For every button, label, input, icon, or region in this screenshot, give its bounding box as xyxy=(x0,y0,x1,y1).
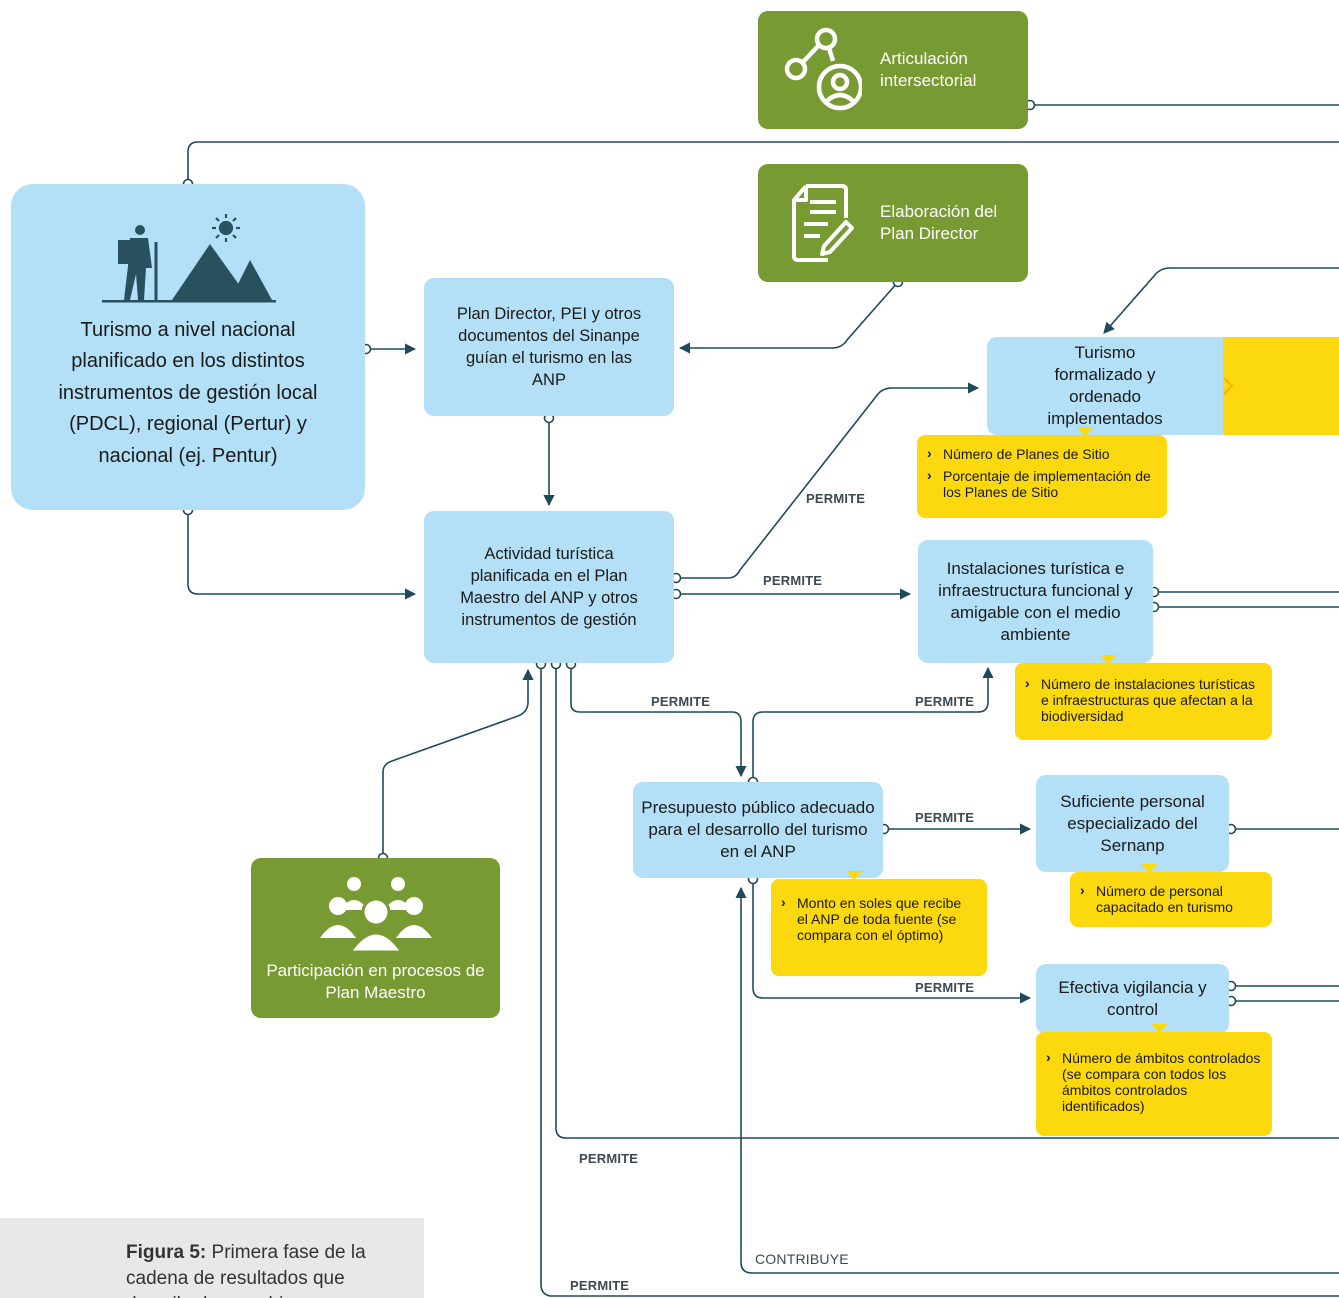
edge-label-permite: PERMITE xyxy=(806,491,866,506)
group-people-icon xyxy=(320,877,432,952)
node-elaboracion-label: Elaboración del Plan Director xyxy=(880,202,998,243)
edge-label-permite: PERMITE xyxy=(651,694,711,709)
edge-participacion-actividad xyxy=(382,668,534,858)
indicator-item: Número de ámbitos controlados (se compar… xyxy=(1046,1049,1262,1114)
node-instalaciones: Instalaciones turística e infraestructur… xyxy=(918,540,1153,663)
node-actividad: Actividad turística planificada en el Pl… xyxy=(424,511,674,663)
edge-actividad-bottom xyxy=(540,666,1339,1297)
edge-label-permite: PERMITE xyxy=(763,573,823,588)
indicators-instalaciones: Número de instalaciones turísticas e inf… xyxy=(1015,663,1272,740)
edge-elaboracion-plan xyxy=(678,281,899,354)
node-personal: Suficiente personal especializado del Se… xyxy=(1036,775,1229,872)
chevron-right-icon xyxy=(1223,377,1234,395)
edge-label-permite: PERMITE xyxy=(915,980,975,995)
hiker-mountain-icon xyxy=(102,214,276,303)
network-person-icon xyxy=(784,27,862,111)
edge-contribuye xyxy=(735,886,1339,1274)
node-participacion-label: Participación en procesos de Plan Maestr… xyxy=(266,961,485,1002)
edge-actividad-long xyxy=(555,666,1339,1139)
node-turismo-nacional: Turismo a nivel nacional planificado en … xyxy=(11,184,365,510)
node-formalizado-label: Turismo formalizado y ordenado implement… xyxy=(1047,343,1163,428)
node-vigilancia-label: Efectiva vigilancia y control xyxy=(1058,978,1207,1019)
indicators-formalizado: Número de Planes de Sitio Porcentaje de … xyxy=(917,435,1167,518)
node-presupuesto: Presupuesto público adecuado para el des… xyxy=(633,782,883,878)
formalizado-yellow-bar xyxy=(1223,337,1339,435)
edge-presupuesto-instalaciones xyxy=(752,666,994,782)
document-pen-icon xyxy=(792,184,854,262)
indicator-item: Número de Planes de Sitio xyxy=(927,445,1157,462)
indicator-item: Porcentaje de implementación de los Plan… xyxy=(927,467,1157,500)
indicator-item: Monto en soles que recibe el ANP de toda… xyxy=(781,894,973,943)
figure-caption: Figura 5: Primera fase de la cadena de r… xyxy=(0,1218,424,1298)
node-turismo-nacional-label: Turismo a nivel nacional planificado en … xyxy=(58,318,318,467)
node-articulacion-label: Articulación intersectorial xyxy=(880,49,977,90)
node-actividad-label: Actividad turística planificada en el Pl… xyxy=(460,545,638,629)
node-instalaciones-label: Instalaciones turística e infraestructur… xyxy=(938,558,1133,644)
node-plan-director: Plan Director, PEI y otros documentos de… xyxy=(424,278,674,416)
edge-nacional-top xyxy=(187,141,1339,184)
indicator-item: Número de instalaciones turísticas e inf… xyxy=(1025,675,1262,724)
edge-presupuesto-vigilancia xyxy=(752,879,1032,1004)
edge-label-permite: PERMITE xyxy=(579,1151,639,1166)
edge-right-formalizado xyxy=(1103,267,1339,334)
node-formalizado: Turismo formalizado y ordenado implement… xyxy=(987,337,1223,435)
node-personal-label: Suficiente personal especializado del Se… xyxy=(1060,791,1205,855)
caption-label: Figura 5: xyxy=(126,1242,212,1263)
edge-label-permite: PERMITE xyxy=(915,810,975,825)
node-plan-director-label: Plan Director, PEI y otros documentos de… xyxy=(456,305,642,389)
edge-nacional-actividad xyxy=(187,510,417,600)
edge-label-permite: PERMITE xyxy=(915,694,975,709)
node-vigilancia: Efectiva vigilancia y control xyxy=(1036,964,1229,1034)
indicators-presupuesto: Monto en soles que recibe el ANP de toda… xyxy=(771,879,987,976)
node-elaboracion: Elaboración del Plan Director xyxy=(758,164,1028,282)
edge-actividad-formalizado xyxy=(676,382,980,579)
indicator-item: Número de personal capacitado en turismo xyxy=(1080,882,1262,915)
edge-label-permite: PERMITE xyxy=(570,1278,630,1293)
node-presupuesto-label: Presupuesto público adecuado para el des… xyxy=(641,798,875,861)
edge-actividad-presupuesto xyxy=(570,666,747,778)
edge-label-contribuye: CONTRIBUYE xyxy=(755,1251,849,1267)
indicators-vigilancia: Número de ámbitos controlados (se compar… xyxy=(1036,1032,1272,1136)
caption-text: Primera fase de la cadena de resultados … xyxy=(126,1242,366,1298)
indicators-personal: Número de personal capacitado en turismo xyxy=(1070,872,1272,927)
